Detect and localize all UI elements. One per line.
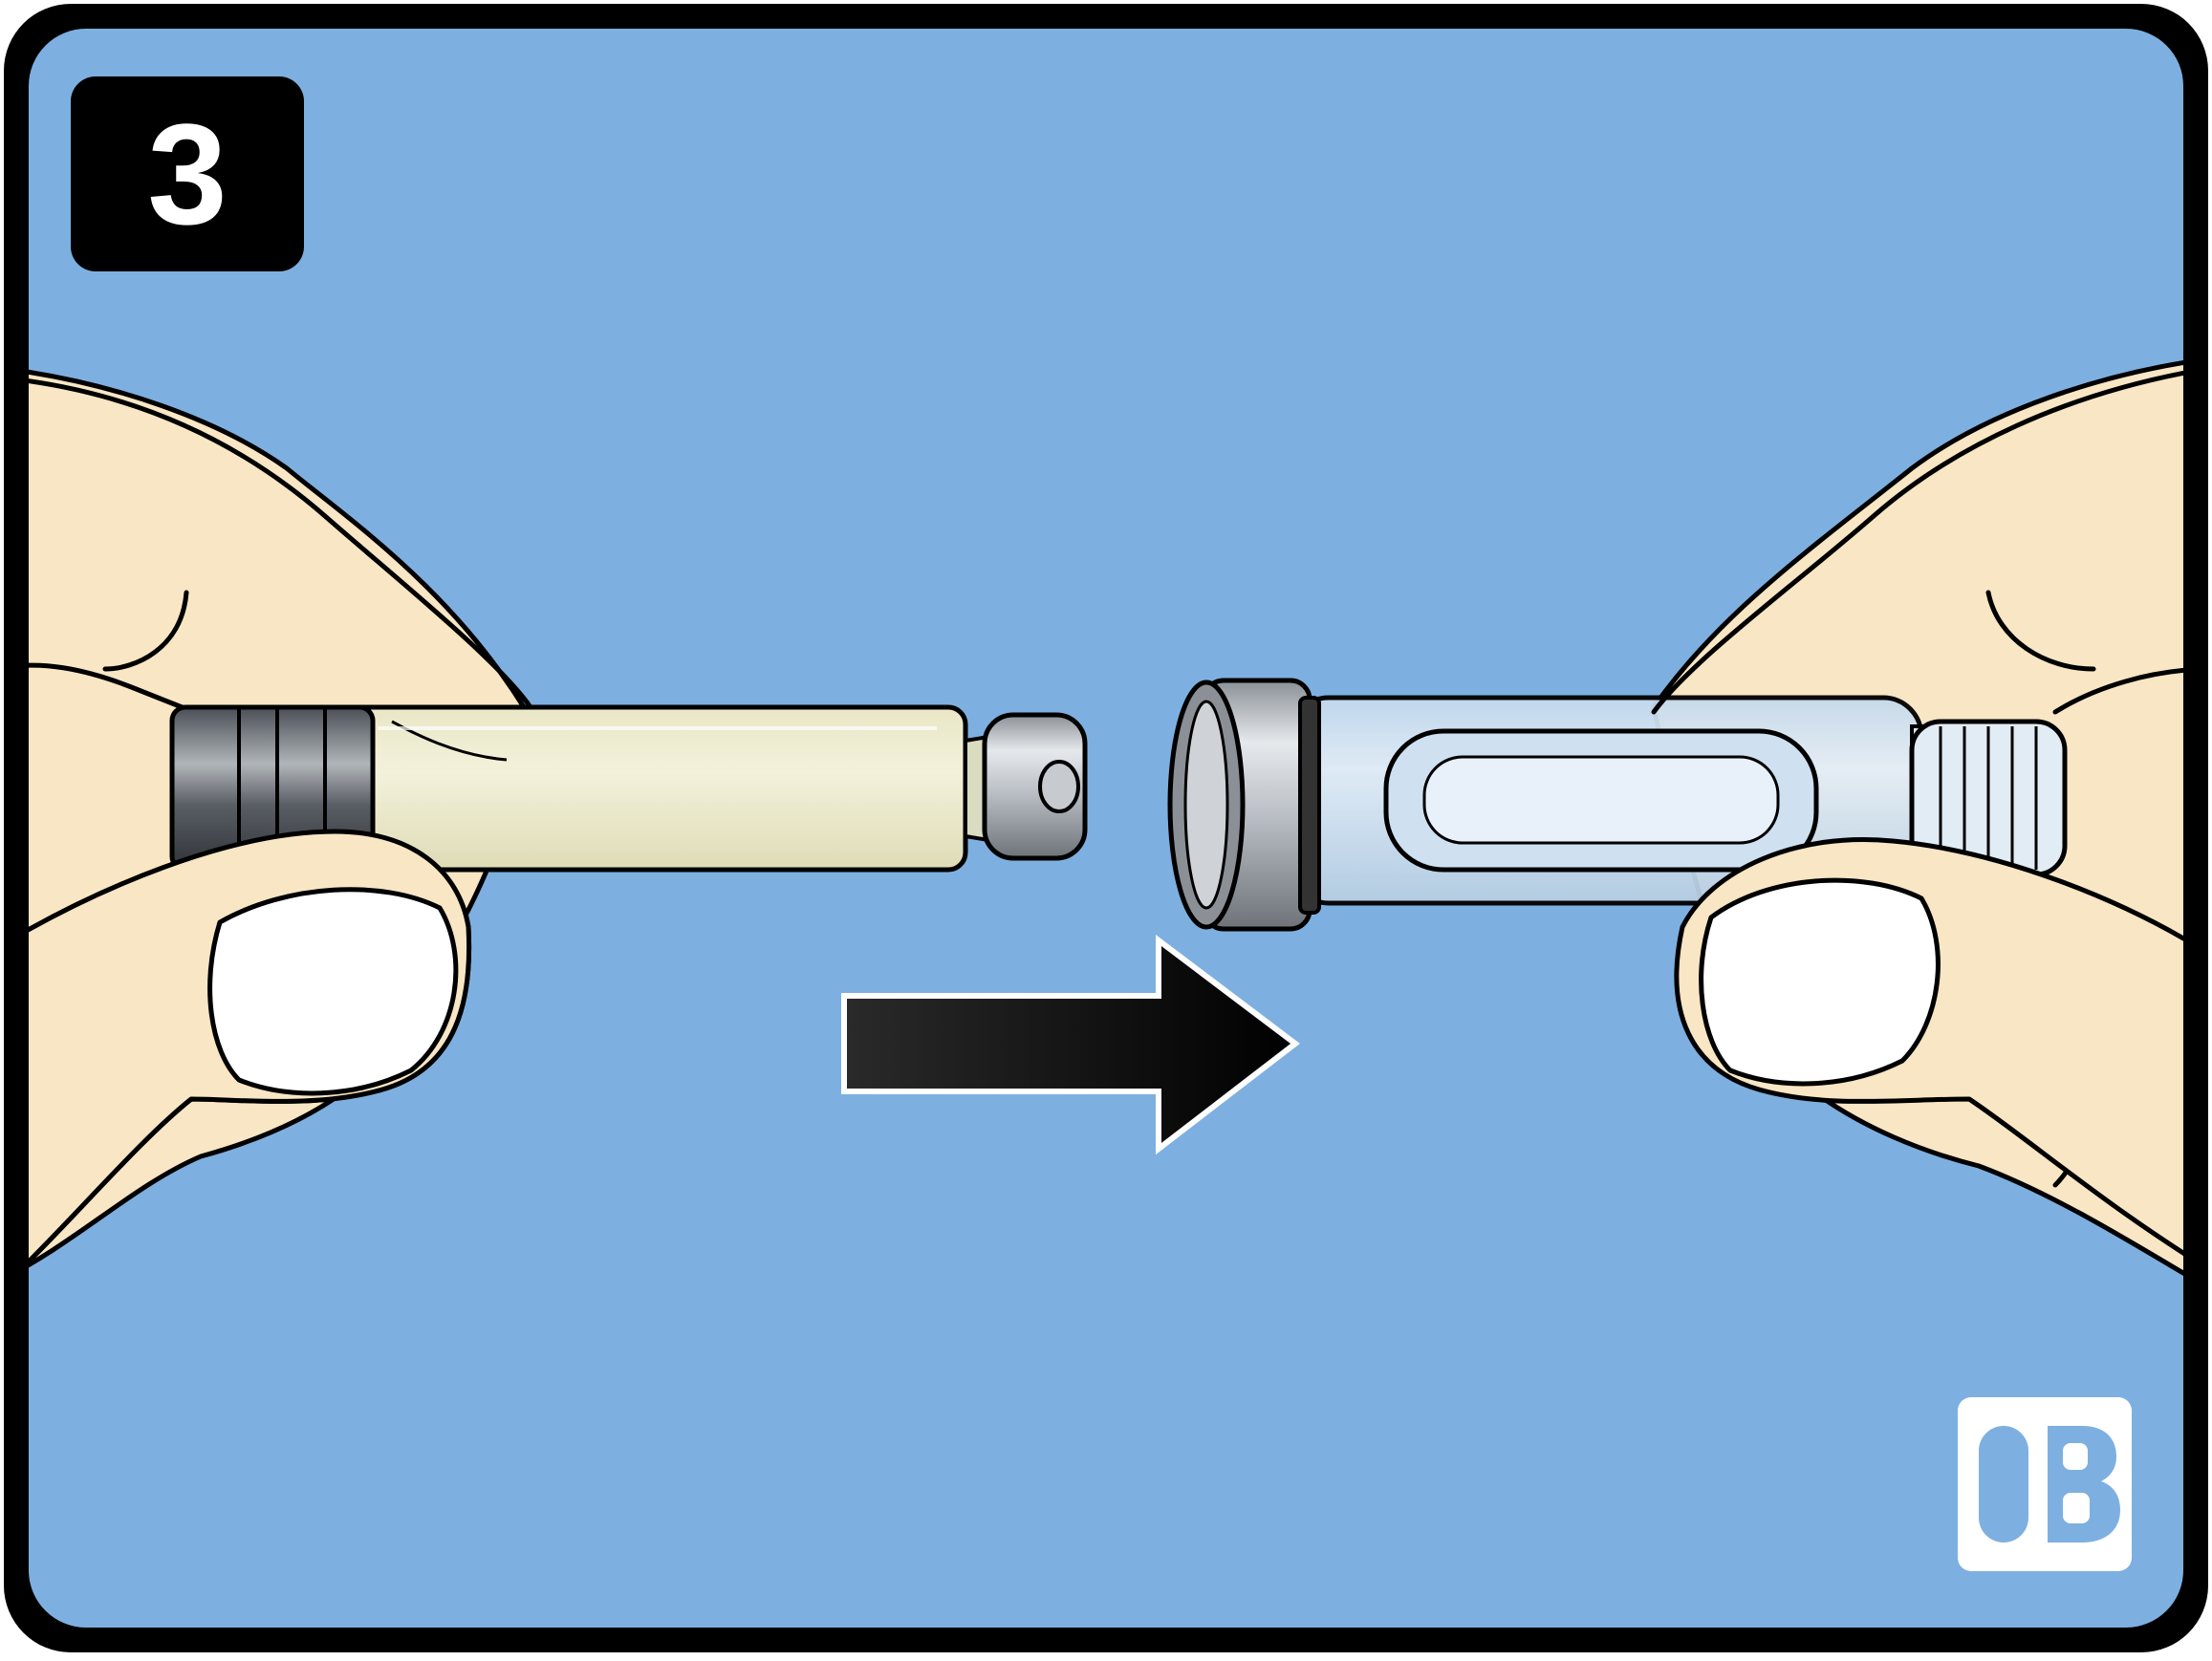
cartridge-holder-icon — [1167, 678, 2068, 932]
step-number-badge: 3 — [71, 76, 304, 271]
step-number: 3 — [147, 94, 228, 254]
right-thumb — [1651, 365, 2183, 1274]
brand-logo — [1958, 1397, 2132, 1571]
cartridge-icon — [169, 704, 1088, 873]
arrow-right-icon — [841, 934, 1300, 1155]
left-thumb — [29, 375, 533, 1274]
panel-background — [29, 29, 2183, 1628]
